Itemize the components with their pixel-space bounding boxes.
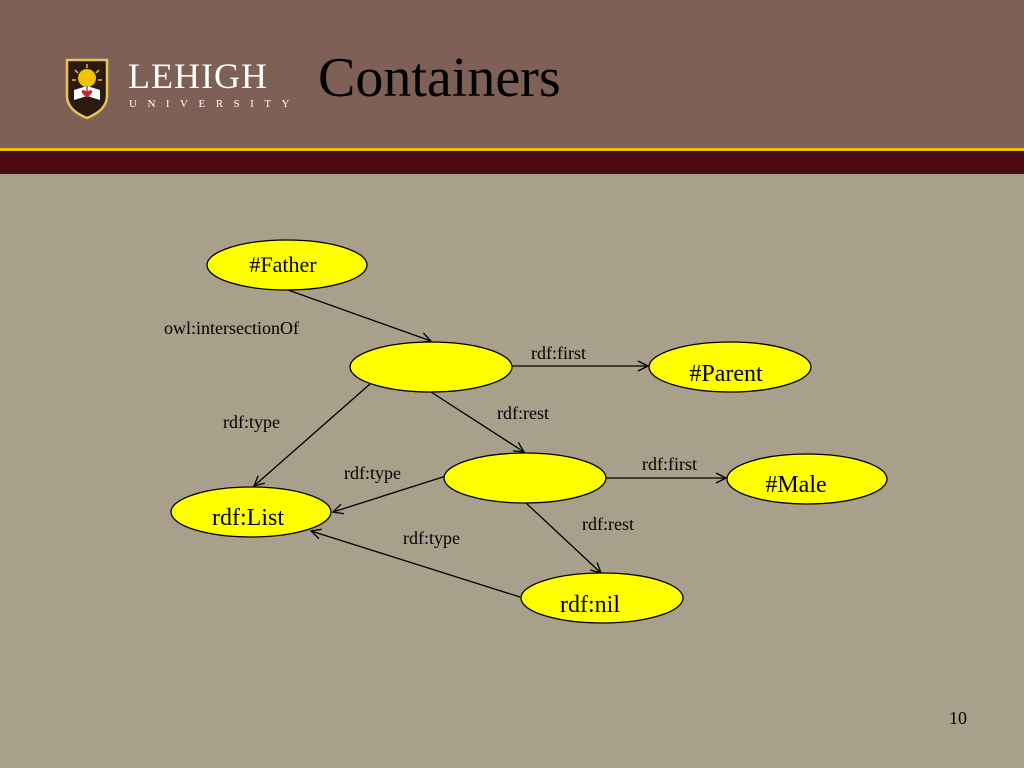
edge-label-rest1: rdf:rest [497, 403, 549, 423]
page-number: 10 [949, 708, 967, 728]
edge-label-type3: rdf:type [403, 528, 460, 548]
logo-wordmark: LEHIGH [128, 56, 268, 96]
edge-label-intersection-of: owl:intersectionOf [164, 318, 299, 338]
node-list1 [349, 341, 513, 393]
node-rdf-nil: rdf:nil [520, 572, 684, 624]
edge-list2-to-rdf-list [333, 475, 447, 512]
node-parent: #Parent [648, 341, 812, 393]
node-rdf-list-label: rdf:List [212, 505, 284, 531]
edge-list2-to-nil [525, 502, 601, 573]
gold-divider [0, 148, 1024, 151]
node-list2 [443, 452, 607, 504]
node-male-label: #Male [765, 472, 826, 498]
dark-band [0, 151, 1024, 174]
node-rdf-nil-label: rdf:nil [560, 592, 620, 618]
node-parent-label: #Parent [689, 361, 763, 387]
lehigh-logo: LEHIGH UNIVERSITY [64, 56, 294, 122]
slide-title: Containers [318, 47, 561, 109]
node-father: #Father [206, 239, 368, 291]
edge-father-to-list1 [287, 289, 431, 341]
node-father-label: #Father [249, 252, 317, 277]
logo-subtitle: UNIVERSITY [129, 98, 300, 110]
edge-list1-to-rdf-list [254, 383, 371, 486]
edge-label-type2: rdf:type [344, 463, 401, 483]
edge-nil-to-rdf-list [311, 531, 521, 598]
node-rdf-list: rdf:List [170, 486, 332, 538]
edge-label-first1: rdf:first [531, 343, 586, 363]
edge-label-rest2: rdf:rest [582, 514, 634, 534]
header-bar [0, 0, 1024, 148]
edge-label-type1: rdf:type [223, 412, 280, 432]
edge-list1-to-list2 [430, 391, 524, 452]
lehigh-shield-icon [65, 58, 109, 120]
edge-label-first2: rdf:first [642, 454, 697, 474]
node-male: #Male [726, 453, 888, 505]
